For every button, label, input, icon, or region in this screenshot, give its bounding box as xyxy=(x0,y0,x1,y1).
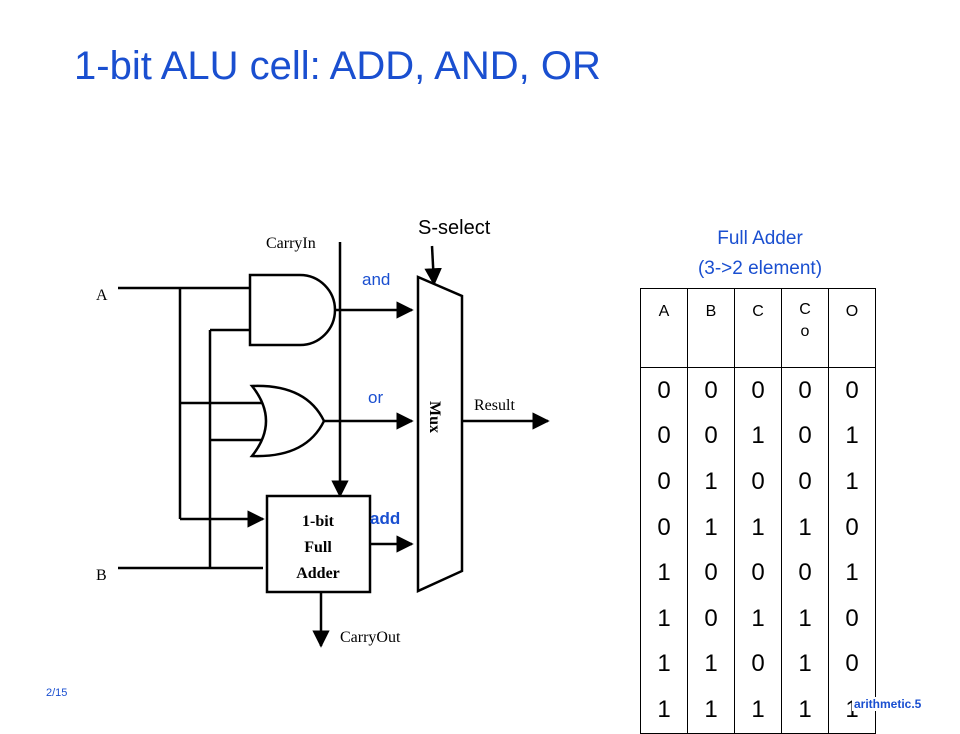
table-cell: 1 xyxy=(687,459,735,505)
page-title: 1-bit ALU cell: ADD, AND, OR xyxy=(74,44,601,88)
truth-table-body: 0000000101010010111010001101101101011111 xyxy=(640,367,876,734)
table-cell: 0 xyxy=(687,595,735,642)
add-label: add xyxy=(370,509,400,528)
header-o: O xyxy=(828,288,876,368)
full-adder-line3: Adder xyxy=(296,565,340,582)
header-a: A xyxy=(640,288,688,368)
table-cell: 0 xyxy=(640,504,688,551)
header-co-main: C xyxy=(799,301,811,318)
table-cell: 0 xyxy=(640,459,688,505)
table-cell: 0 xyxy=(687,367,735,414)
table-cell: 1 xyxy=(734,504,782,551)
table-cell: 0 xyxy=(828,641,876,688)
and-label: and xyxy=(362,270,390,289)
table-cell: 1 xyxy=(781,595,829,642)
table-cell: 1 xyxy=(828,413,876,460)
header-c: C xyxy=(734,288,782,368)
table-cell: 0 xyxy=(781,367,829,414)
input-b-label: B xyxy=(96,567,107,584)
table-cell: 0 xyxy=(734,459,782,505)
table-cell: 1 xyxy=(828,459,876,505)
table-cell: 0 xyxy=(687,413,735,460)
result-label: Result xyxy=(474,397,515,414)
table-cell: 1 xyxy=(781,504,829,551)
table-cell: 1 xyxy=(640,550,688,596)
full-adder-line2: Full xyxy=(304,539,332,556)
table-cell: 1 xyxy=(640,687,688,734)
truth-table-caption: Full Adder (3->2 element) xyxy=(660,224,860,284)
input-wires xyxy=(118,242,550,648)
caption-line2: (3->2 element) xyxy=(697,258,823,279)
full-adder-block xyxy=(265,494,372,594)
s-select-label: S-select xyxy=(418,217,491,239)
footer-tag: arithmetic.5 xyxy=(852,697,924,711)
table-cell: 1 xyxy=(687,504,735,551)
slide-number: 2/15 xyxy=(46,687,68,699)
table-cell: 1 xyxy=(687,641,735,688)
table-cell: 1 xyxy=(640,595,688,642)
table-cell: 0 xyxy=(640,367,688,414)
table-cell: 1 xyxy=(781,687,829,734)
header-b: B xyxy=(687,288,735,368)
table-cell: 1 xyxy=(734,413,782,460)
input-a-label: A xyxy=(96,287,108,304)
and-gate xyxy=(248,273,337,347)
wire-s-select xyxy=(424,245,442,286)
full-adder-line1: 1-bit xyxy=(302,513,335,530)
mux-label: Mux xyxy=(426,401,443,433)
table-cell: 1 xyxy=(687,687,735,734)
table-cell: 0 xyxy=(734,367,782,414)
table-cell: 0 xyxy=(781,459,829,505)
mux-block xyxy=(416,275,464,593)
table-cell: 1 xyxy=(734,687,782,734)
carry-in-label: CarryIn xyxy=(266,235,316,252)
or-label: or xyxy=(368,388,383,407)
table-cell: 0 xyxy=(781,550,829,596)
table-cell: 0 xyxy=(828,367,876,414)
table-cell: 0 xyxy=(828,504,876,551)
table-cell: 0 xyxy=(687,550,735,596)
header-co-sub: o xyxy=(800,323,810,340)
table-cell: 1 xyxy=(734,595,782,642)
table-cell: 0 xyxy=(640,413,688,460)
caption-line1: Full Adder xyxy=(717,228,803,249)
table-row: 11111 xyxy=(640,687,876,734)
table-cell: 0 xyxy=(734,550,782,596)
table-cell: 0 xyxy=(781,413,829,460)
table-cell: 1 xyxy=(828,550,876,596)
table-cell: 0 xyxy=(734,641,782,688)
carry-out-label: CarryOut xyxy=(340,629,401,646)
table-cell: 1 xyxy=(781,641,829,688)
table-cell: 0 xyxy=(828,595,876,642)
table-cell: 1 xyxy=(640,641,688,688)
or-gate xyxy=(249,384,326,458)
